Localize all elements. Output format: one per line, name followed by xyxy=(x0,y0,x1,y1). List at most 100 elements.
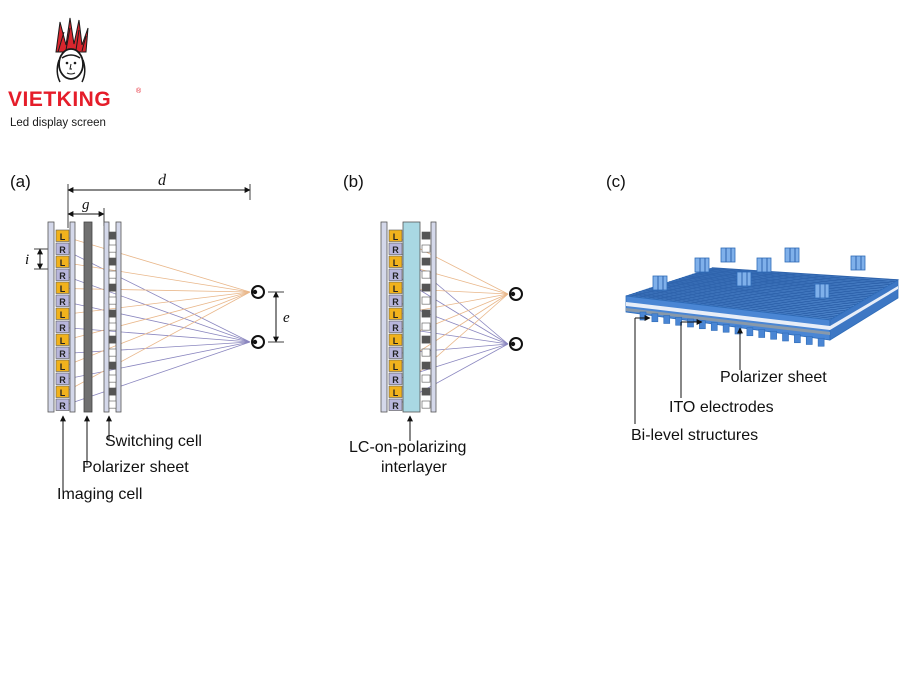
film-ridge xyxy=(698,271,888,287)
ray-to-left-eye xyxy=(63,291,251,393)
bi-level-film-3d xyxy=(625,247,900,347)
left-eye-pixel xyxy=(388,385,403,398)
left-eye-pixel xyxy=(388,255,403,268)
film-ridge xyxy=(668,281,865,301)
pixel-label: L xyxy=(393,258,399,268)
pixel-label: R xyxy=(392,297,399,307)
film-ridge xyxy=(642,289,844,314)
ray-to-left-eye xyxy=(63,288,251,293)
bottom-tooth xyxy=(758,329,766,338)
pillar-block xyxy=(694,257,710,273)
label-polarizer-sheet-c: Polarizer sheet xyxy=(720,369,827,386)
barrier-segment xyxy=(421,374,431,383)
film-ridge xyxy=(635,292,838,317)
barrier-segment xyxy=(108,231,117,240)
ray-to-right-eye xyxy=(63,249,251,343)
film-ridge xyxy=(659,284,857,306)
pillar-block xyxy=(756,257,772,273)
dimension-d-label: d xyxy=(158,172,167,189)
barrier-segment xyxy=(108,309,117,318)
panel-c: (c) Polarizer sheet ITO electrodes Bi-le… xyxy=(606,172,900,444)
film-ridge xyxy=(688,274,880,292)
ray-to-left-eye xyxy=(63,291,251,367)
eye-right-icon xyxy=(509,337,523,351)
bottom-tooth xyxy=(639,311,647,321)
barrier-segment xyxy=(108,400,117,409)
ray-to-right-eye xyxy=(63,301,251,343)
lc-on-polarizing-interlayer xyxy=(402,221,421,413)
ray-to-right-eye xyxy=(63,327,251,343)
film-ridge xyxy=(655,285,854,307)
pixel-label: R xyxy=(392,401,399,411)
brand-logo: VIETKING ® Led display screen xyxy=(8,17,142,129)
dimension-i-label: i xyxy=(25,252,29,268)
bottom-tooth xyxy=(675,316,682,326)
pillar-block xyxy=(652,275,668,291)
left-eye-pixel xyxy=(388,229,403,242)
bottom-tooth xyxy=(805,336,813,345)
right-eye-pixel xyxy=(55,268,70,281)
pixel-label: L xyxy=(393,388,399,398)
barrier-segment xyxy=(108,335,117,344)
left-eye-pixel xyxy=(55,255,70,268)
barrier-segment xyxy=(421,296,431,305)
pixel-label: R xyxy=(59,349,66,359)
dimension-g-label: g xyxy=(82,197,90,213)
barrier-segment xyxy=(421,322,431,331)
film-ridge xyxy=(675,279,870,298)
ray-to-left-eye xyxy=(63,262,251,293)
barrier-segment xyxy=(108,387,117,396)
left-eye-pixel xyxy=(55,281,70,294)
ray-to-left-eye xyxy=(63,291,251,315)
bottom-tooth xyxy=(687,318,694,328)
film-ridge xyxy=(702,270,891,286)
imaging-cell-front-glass xyxy=(69,221,76,413)
film-ridge xyxy=(711,267,899,281)
film-ridge xyxy=(682,276,875,295)
pillar-block xyxy=(720,247,736,263)
right-eye-pixel xyxy=(388,320,403,333)
bottom-tooth xyxy=(794,334,801,344)
left-eye-pixel xyxy=(388,333,403,346)
barrier-segment xyxy=(108,296,117,305)
pixel-label: R xyxy=(59,245,66,255)
panel-c-tag: (c) xyxy=(606,172,626,191)
pixel-label: R xyxy=(392,375,399,385)
film-ridges xyxy=(625,267,899,321)
polarizer-sheet xyxy=(83,221,93,413)
film-ridge xyxy=(692,273,883,290)
ray-to-left-eye xyxy=(63,236,251,293)
bi-level-pillars xyxy=(652,247,866,299)
film-ridge xyxy=(685,275,878,294)
right-eye-pixel xyxy=(55,372,70,385)
switching-cell-front-glass xyxy=(115,221,122,413)
film-ridge xyxy=(632,293,836,318)
right-eye-pixel xyxy=(388,372,403,385)
film-ridge xyxy=(665,282,862,303)
bottom-tooth xyxy=(710,322,718,331)
label-polarizer-sheet-a: Polarizer sheet xyxy=(82,459,189,476)
pillar-block xyxy=(736,271,752,287)
barrier-segment xyxy=(108,361,117,370)
right-eye-pixel xyxy=(55,320,70,333)
left-eye-pixel xyxy=(388,307,403,320)
film-ridge xyxy=(645,288,846,312)
bottom-tooth xyxy=(782,332,789,342)
left-eye-pixel xyxy=(55,229,70,242)
right-eye-pixel xyxy=(388,268,403,281)
ray-to-right-eye xyxy=(63,275,251,343)
right-eye-pixel xyxy=(55,294,70,307)
pixel-label: R xyxy=(392,349,399,359)
switching-cell-back-glass xyxy=(103,221,110,413)
right-eye-pixel xyxy=(55,242,70,255)
pixel-label: L xyxy=(60,284,66,294)
film-ridge xyxy=(678,278,872,297)
pillar-block xyxy=(814,283,830,299)
cell-front-glass-b xyxy=(430,221,437,413)
barrier-segment xyxy=(421,335,431,344)
pixel-label: L xyxy=(60,388,66,398)
pixel-label: L xyxy=(393,232,399,242)
